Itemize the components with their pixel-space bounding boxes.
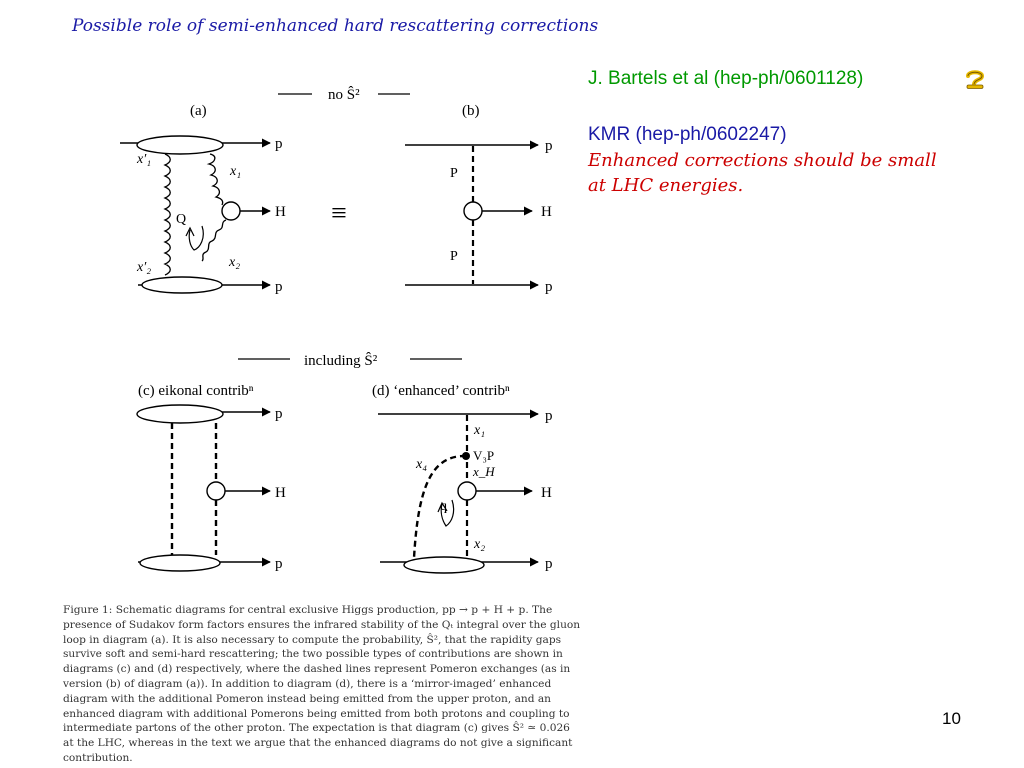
label-xH: x_H — [472, 464, 495, 479]
label-H-c: H — [275, 485, 286, 501]
caption-line: survive soft and semi-hard rescattering;… — [63, 648, 563, 661]
diagram-a — [120, 135, 271, 294]
panel-c-label: (c) eikonal contribⁿ — [138, 383, 254, 399]
caption-line: intermediate partons of the other proton… — [63, 722, 570, 735]
caption-line: loop in diagram (a). It is also necessar… — [63, 633, 562, 646]
label-x4: x₄ — [415, 457, 427, 472]
question-mark-icon — [966, 70, 985, 89]
panel-a-label: (a) — [190, 103, 207, 119]
label-q: q — [440, 499, 447, 514]
label-x2-d: x₂ — [473, 537, 485, 552]
figure-caption: Figure 1: Schematic diagrams for central… — [63, 603, 703, 766]
label-p-c-bottom: p — [275, 556, 283, 572]
equivalence-sign: ≡ — [331, 198, 347, 229]
label-x2: x₂ — [228, 255, 240, 270]
label-p-c-top: p — [275, 406, 283, 422]
label-p-b-top: p — [545, 138, 553, 154]
caption-line: presence of Sudakov form factors ensures… — [63, 618, 581, 631]
label-H-b: H — [541, 204, 552, 220]
no-s2-label: no Ŝ² — [328, 86, 360, 103]
caption-line: enhanced diagram with additional Pomeron… — [63, 707, 570, 720]
diagram-b — [405, 140, 539, 290]
feynman-diagrams: no Ŝ² (a) (b) x′₁ x′₂ x₁ x₂ Q p H p ≡ P … — [120, 86, 553, 574]
label-x1-d: x₁ — [473, 423, 485, 438]
label-p-b-bottom: p — [545, 279, 553, 295]
label-H-d: H — [541, 485, 552, 501]
reference-kmr: KMR (hep-ph/0602247) — [588, 124, 787, 145]
label-P-top: P — [450, 166, 458, 181]
caption-line: Figure 1: Schematic diagrams for central… — [63, 604, 553, 616]
reference-bartels: J. Bartels et al (hep-ph/0601128) — [588, 68, 864, 89]
label-H-a: H — [275, 204, 286, 220]
caption-line: contribution. — [63, 751, 133, 764]
label-v3p: V₃P — [473, 448, 494, 463]
caption-line: version (b) of diagram (a)). In addition… — [63, 677, 552, 690]
caption-line: at the LHC, whereas in the text we argue… — [63, 737, 573, 750]
kmr-note-line: at LHC energies. — [588, 175, 744, 196]
kmr-note: Enhanced corrections should be small at … — [588, 148, 1008, 198]
label-Q: Q — [176, 212, 186, 227]
caption-line: diagrams (c) and (d) respectively, where… — [63, 663, 571, 676]
label-P-bottom: P — [450, 249, 458, 264]
label-x2-prime: x′₂ — [136, 260, 151, 275]
kmr-note-line: Enhanced corrections should be small — [588, 150, 937, 171]
caption-line: diagram with the additional Pomeron inst… — [63, 692, 551, 705]
diagram-d — [378, 409, 539, 574]
label-p-d-top: p — [545, 408, 553, 424]
label-x1: x₁ — [229, 164, 241, 179]
slide-title: Possible role of semi-enhanced hard resc… — [72, 16, 599, 36]
panel-b-label: (b) — [462, 103, 480, 119]
label-p-a-top: p — [275, 136, 283, 152]
label-p-a-bottom: p — [275, 279, 283, 295]
page-number: 10 — [942, 709, 961, 728]
label-x1-prime: x′₁ — [136, 152, 151, 167]
including-s2-label: including Ŝ² — [304, 352, 378, 369]
diagram-c — [136, 404, 271, 572]
label-p-d-bottom: p — [545, 556, 553, 572]
panel-d-label: (d) ‘enhanced’ contribⁿ — [372, 383, 510, 399]
